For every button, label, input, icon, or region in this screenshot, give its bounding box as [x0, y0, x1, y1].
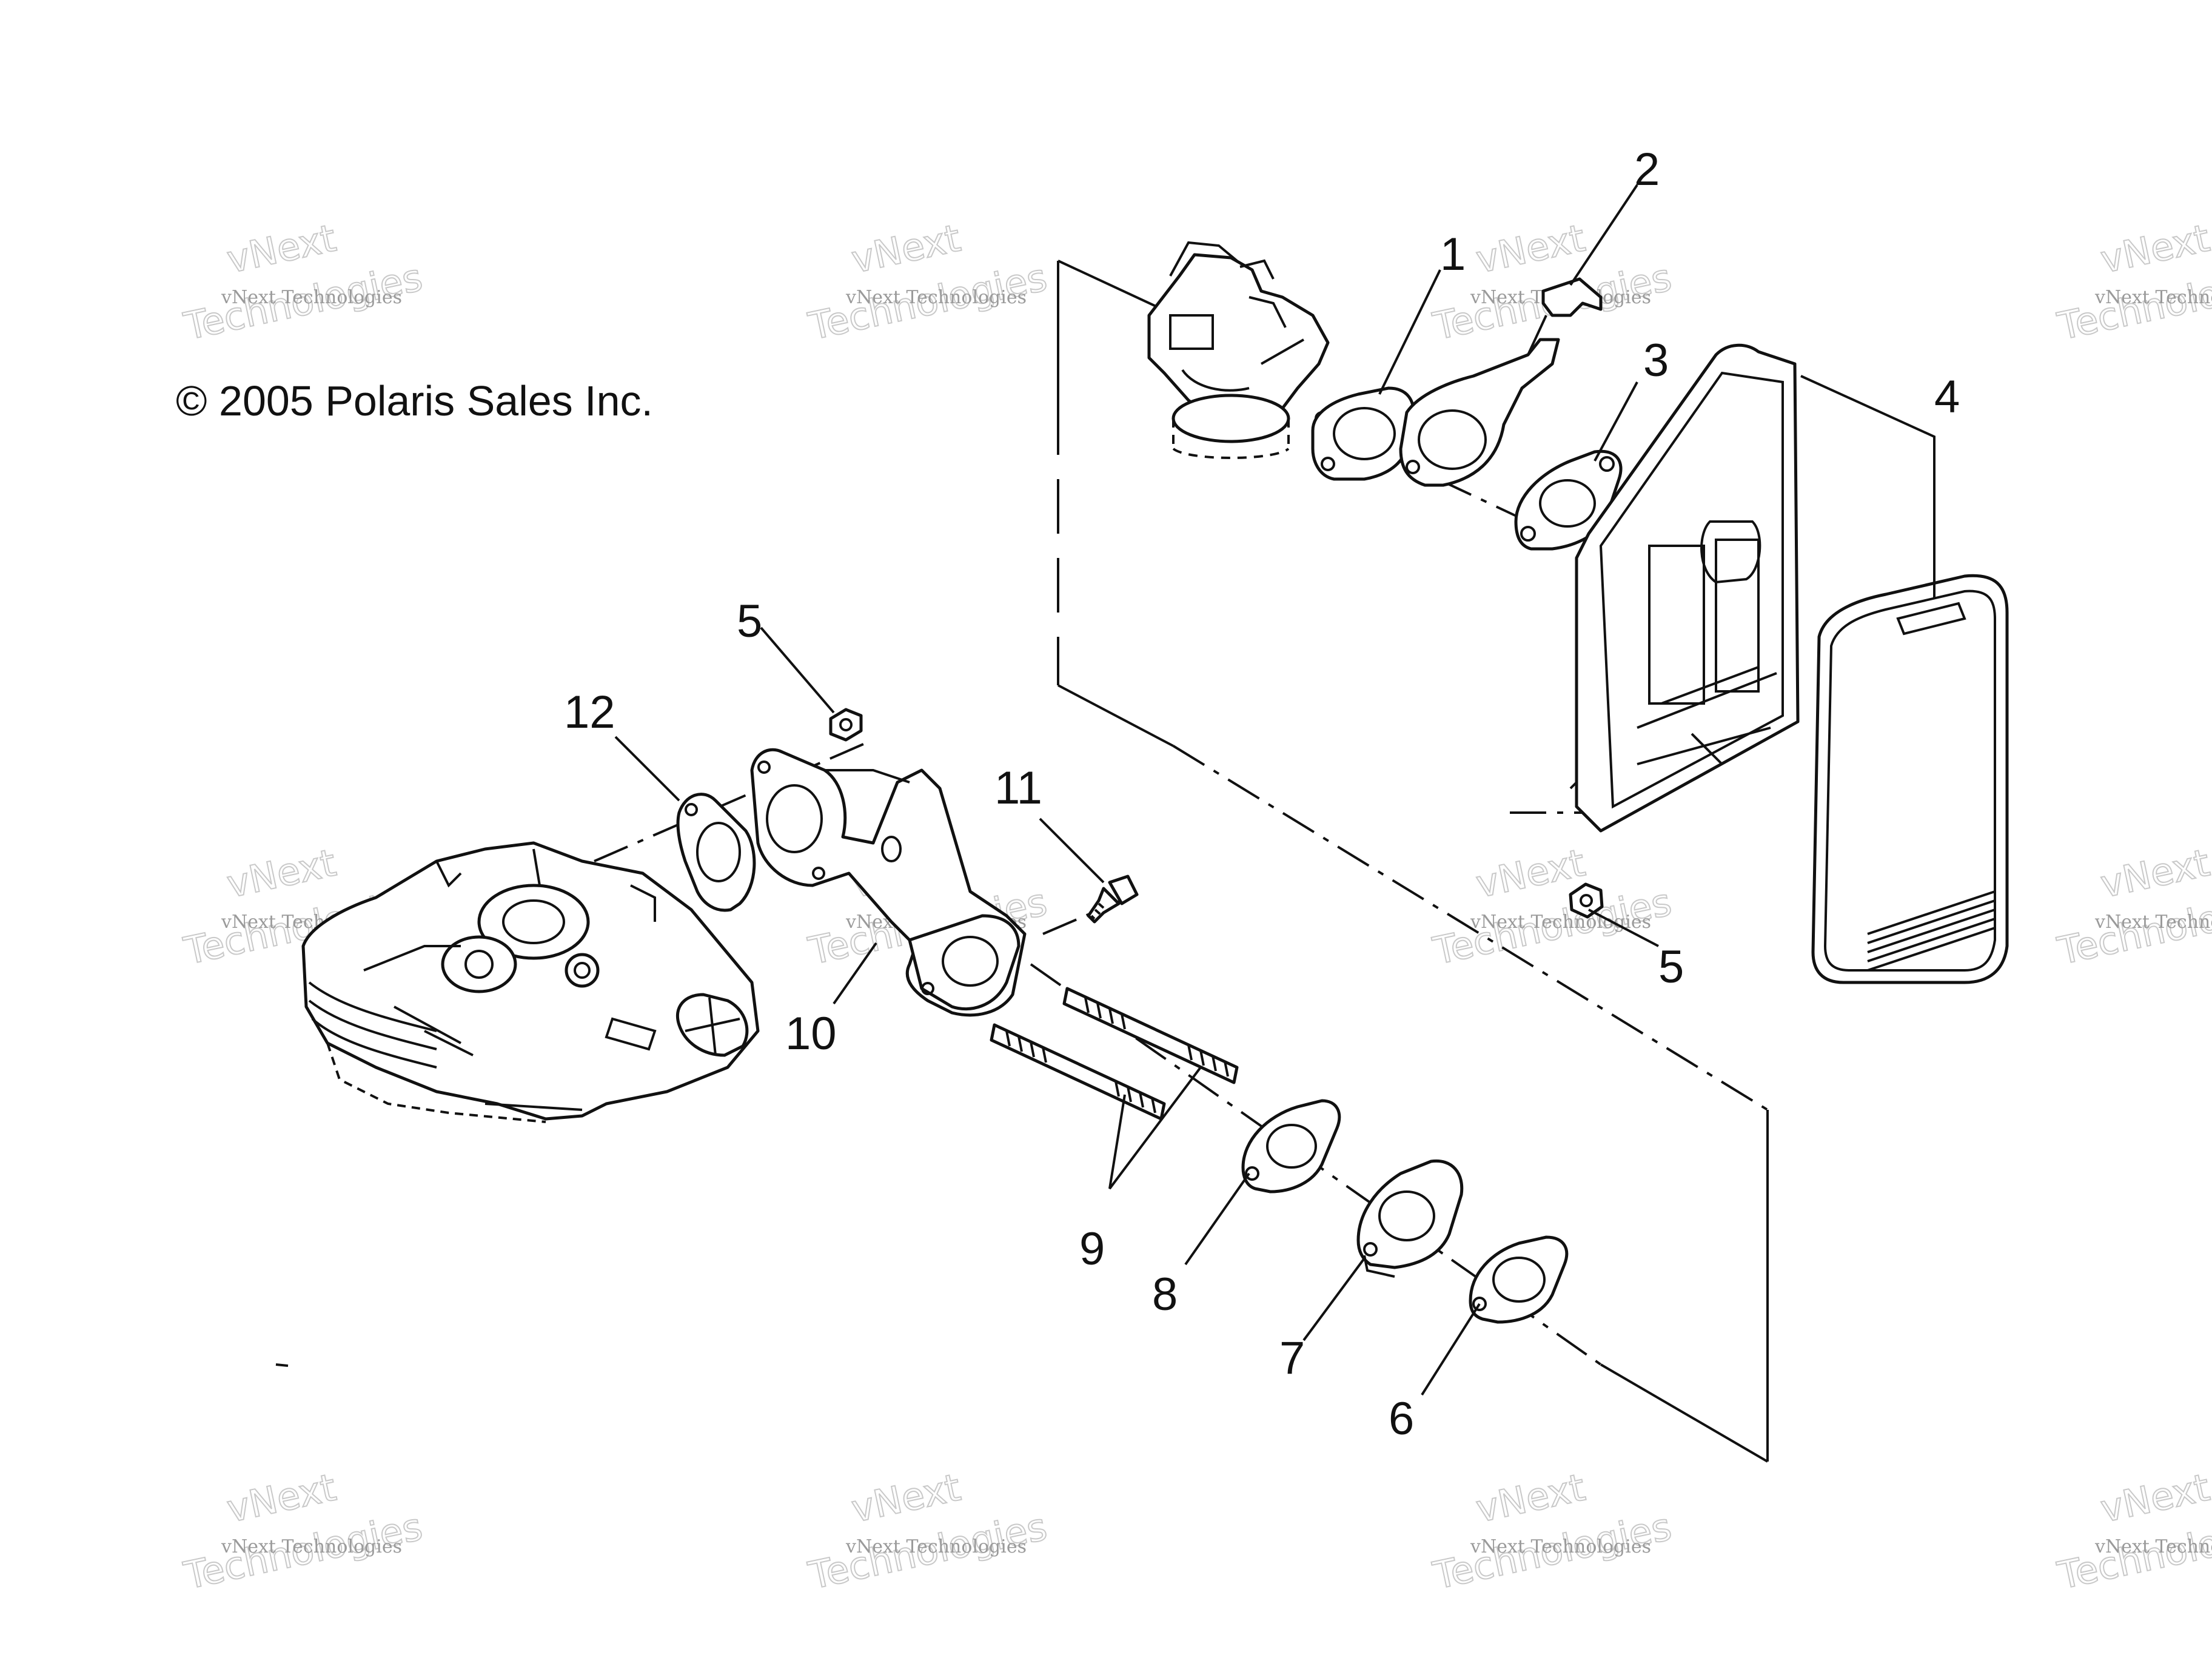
air-filter-cover-part-4 [1811, 574, 2009, 984]
nut-part-5-lower [1569, 882, 1604, 919]
callout-5-lower: 5 [1658, 941, 1684, 993]
leader-5-lower [1588, 908, 1659, 947]
stud-part-9-upper [1062, 987, 1239, 1084]
stray-mark [275, 1363, 289, 1367]
watermark: vNext Technologies vNext Technologies [2053, 840, 2212, 974]
callout-11: 11 [994, 762, 1042, 814]
gasket-part-12 [676, 793, 756, 912]
stud-part-9-lower [990, 1023, 1166, 1121]
watermark-small: vNext Technologies [845, 1536, 1027, 1557]
watermark-small: vNext Technologies [2094, 912, 2212, 933]
leader-12 [614, 736, 680, 802]
watermark-small: vNext Technologies [845, 287, 1027, 308]
gasket-part-8 [1241, 1099, 1341, 1194]
watermark-large: vNext [1472, 1465, 1589, 1531]
watermark: vNext Technologies vNext Technologies [179, 215, 427, 349]
watermark-small: vNext Technologies [221, 287, 402, 308]
copyright-notice: © 2005 Polaris Sales Inc. [176, 377, 653, 425]
watermark: vNext Technologies vNext Technologies [1429, 215, 1676, 349]
gasket-part-6 [1469, 1235, 1569, 1324]
watermark-small: vNext Technologies [1470, 912, 1651, 933]
leader-5-upper [760, 626, 835, 714]
callout-12: 12 [564, 687, 615, 738]
leader-9 [1108, 1066, 1202, 1190]
leader-3 [1594, 381, 1638, 462]
callout-5-upper: 5 [737, 596, 762, 647]
watermark-large: vNext [2097, 216, 2212, 282]
assembly-bracket [1057, 260, 1769, 1463]
leader-11 [1039, 818, 1105, 884]
watermark-large: vNext [223, 841, 340, 907]
watermark-small: vNext Technologies [2094, 287, 2212, 308]
watermark: vNext Technologies vNext Technologies [1429, 840, 1676, 974]
intake-manifold-part-10 [750, 748, 1027, 1017]
leader-10 [833, 942, 877, 1005]
watermark-small: vNext Technologies [2094, 1536, 2212, 1557]
callout-3: 3 [1643, 335, 1669, 386]
watermark: vNext Technologies vNext Technologies [804, 215, 1051, 349]
leader-2 [1569, 184, 1638, 286]
leader-lines [614, 184, 1936, 1396]
bolt-part-11 [1087, 875, 1139, 924]
watermark-small: vNext Technologies [221, 1536, 402, 1557]
watermark: vNext Technologies vNext Technologies [804, 1465, 1051, 1599]
watermark-large: vNext [223, 216, 340, 282]
nut-part-5-upper [829, 708, 863, 742]
engine-cylinder-head [301, 841, 760, 1123]
leader-7 [1302, 1257, 1366, 1341]
centerline-dashed [594, 739, 874, 862]
watermark: vNext Technologies vNext Technologies [1429, 1465, 1676, 1599]
watermark-small: vNext Technologies [1470, 1536, 1651, 1557]
gasket-part-1 [1311, 386, 1415, 481]
leader-1 [1378, 269, 1441, 395]
watermark: vNext Technologies vNext Technologies [2053, 215, 2212, 349]
leader-6 [1421, 1303, 1481, 1396]
watermark-large: vNext [2097, 841, 2212, 907]
carburetor [1147, 241, 1330, 459]
callout-1: 1 [1440, 229, 1466, 280]
watermark-large: vNext [848, 216, 964, 282]
watermark-large: vNext [2097, 1465, 2212, 1531]
callout-4: 4 [1934, 371, 1960, 423]
callout-6: 6 [1389, 1393, 1414, 1445]
callout-10: 10 [785, 1008, 837, 1059]
watermark-large: vNext [223, 1465, 340, 1531]
spacer-bracket-part-2 [1399, 277, 1603, 487]
leader-4 [1800, 375, 1936, 597]
bracket-line [1600, 1363, 1769, 1463]
centerline-dashed [1172, 745, 1769, 1111]
watermark: vNext Technologies vNext Technologies [2053, 1465, 2212, 1599]
callout-9: 9 [1079, 1223, 1105, 1275]
leader-8 [1184, 1172, 1250, 1266]
callout-7: 7 [1279, 1332, 1305, 1384]
watermark-large: vNext [848, 1465, 964, 1531]
bracket-line [1057, 684, 1174, 747]
watermark-large: vNext [1472, 216, 1589, 282]
watermark: vNext Technologies vNext Technologies [179, 1465, 427, 1599]
spacer-part-7 [1356, 1159, 1464, 1278]
air-filter-housing-part-4 [1575, 343, 1800, 833]
callout-labels: 1 2 3 4 5 5 6 7 8 9 10 11 12 [564, 144, 1960, 1445]
callout-8: 8 [1152, 1269, 1178, 1320]
callout-2: 2 [1634, 144, 1660, 195]
